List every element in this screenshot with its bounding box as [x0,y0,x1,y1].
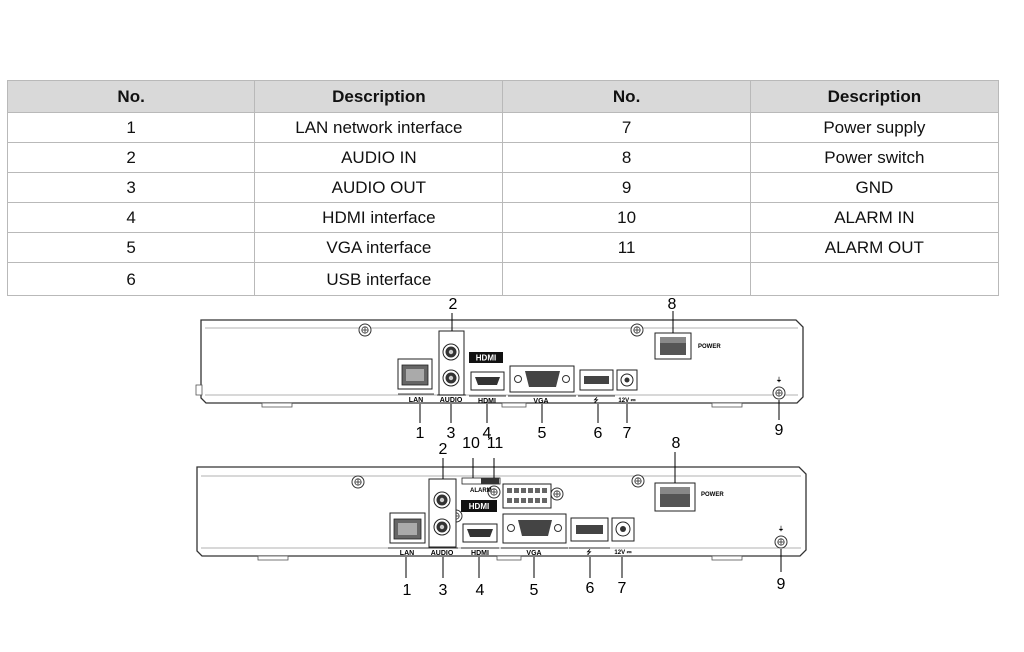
vga-port: VGA [501,513,568,557]
cell-no: 3 [6,172,256,203]
callout-10: 10 [462,435,480,452]
cell-no: 6 [6,262,256,296]
lan-port: LAN [388,512,427,557]
cell-no: 10 [502,202,751,233]
ground-icon: ⏚ [778,526,784,533]
audio-label: AUDIO [431,550,454,557]
table-header-row: No. Description No. Description [6,80,1000,113]
power-input-label: 12V ⎓ [614,550,631,556]
power-label: POWER [698,344,721,350]
callout-4: 4 [483,425,492,442]
port-description-table: No. Description No. Description 1 LAN ne… [6,80,1000,296]
cell-no: 2 [6,142,256,173]
table-row: 4 HDMI interface 10 ALARM IN [6,202,1000,233]
hdmi-logo: HDMI [469,502,489,511]
usb-icon: ⭍ [594,396,599,404]
cell-description: VGA interface [254,232,504,263]
callout-3: 3 [439,582,448,599]
callout-6: 6 [586,580,595,597]
hdmi-port: HDMI HDMI [461,500,499,557]
callout-5: 5 [538,425,547,442]
power-input: 12V ⎓ [611,517,635,556]
lan-port: LAN [397,358,434,404]
audio-ports: AUDIO [437,330,466,404]
gnd-terminal: ⏚ [774,526,788,549]
ground-icon: ⏚ [776,377,782,384]
usb-icon: ⭍ [587,548,592,556]
vga-label: VGA [526,550,541,557]
callout-3: 3 [447,425,456,442]
hdmi-port: HDMI HDMI [469,352,506,405]
cell-no [502,262,751,296]
vga-port: VGA [508,365,576,405]
power-input: 12V ⎓ [616,369,638,404]
callout-2: 2 [439,441,448,458]
power-switch: POWER [654,482,724,512]
cell-description: Power switch [749,142,1000,173]
rear-panel-bottom: LAN AUDIO ALARM [196,435,807,599]
audio-label: AUDIO [440,397,463,404]
callout-11: 11 [487,435,504,452]
table-row: 5 VGA interface 11 ALARM OUT [6,232,1000,263]
cell-no: 1 [6,112,256,143]
callout-6: 6 [594,425,603,442]
cell-description: AUDIO IN [254,142,504,173]
table-row: 6 USB interface [6,262,1000,296]
cell-description: HDMI interface [254,202,504,233]
alarm-label: ALARM [470,488,492,494]
cell-no: 8 [502,142,751,173]
cell-description: ALARM OUT [749,232,1000,263]
power-label: POWER [701,492,724,498]
cell-description: ALARM IN [749,202,1000,233]
header-no-left: No. [6,80,256,113]
hdmi-logo: HDMI [476,354,496,363]
gnd-terminal: ⏚ [772,377,786,400]
table-row: 2 AUDIO IN 8 Power switch [6,142,1000,173]
callout-7: 7 [623,425,632,442]
hdmi-label: HDMI [478,398,496,405]
hdmi-label: HDMI [471,550,489,557]
cell-no: 4 [6,202,256,233]
vga-label: VGA [533,398,548,405]
usb-port: ⭍ [578,369,615,404]
callout-5: 5 [530,582,539,599]
callout-1: 1 [416,425,425,442]
table-row: 1 LAN network interface 7 Power supply [6,112,1000,143]
callout-8: 8 [672,435,681,452]
callout-4: 4 [476,582,485,599]
usb-port: ⭍ [569,517,610,556]
lan-label: LAN [409,397,423,404]
callout-8: 8 [668,296,677,313]
audio-ports: AUDIO [427,478,458,557]
header-description-right: Description [749,80,1000,113]
header-description-left: Description [254,80,504,113]
lan-label: LAN [400,550,414,557]
power-input-label: 12V ⎓ [618,398,635,404]
alarm-terminals: ALARM [461,477,552,509]
callout-9: 9 [775,422,784,439]
callout-2: 2 [449,296,458,313]
cell-description [749,262,1000,296]
rear-panel-top: LAN AUDIO HDMI HDMI VGA [195,296,804,442]
callout-9: 9 [777,576,786,593]
cell-description: USB interface [254,262,504,296]
cell-no: 9 [502,172,751,203]
callout-7: 7 [618,580,627,597]
callout-1: 1 [403,582,412,599]
cell-description: LAN network interface [254,112,504,143]
